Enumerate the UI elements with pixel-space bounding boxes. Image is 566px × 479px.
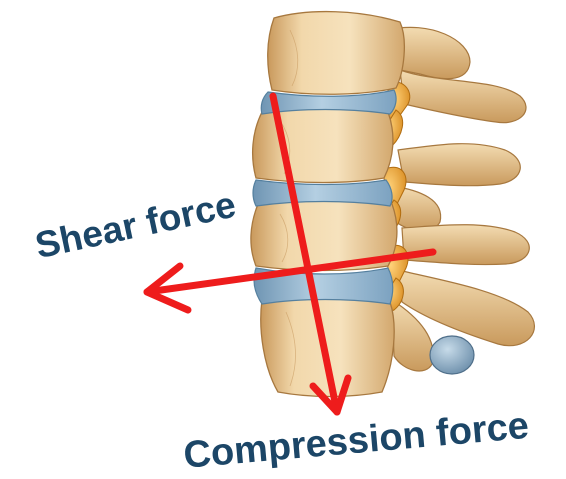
spinal-canal-section [430,336,474,374]
vertebra-upper-middle [253,108,393,183]
vertebra-top [268,12,405,95]
disc-middle [253,180,392,206]
spinous-processes [388,27,534,371]
